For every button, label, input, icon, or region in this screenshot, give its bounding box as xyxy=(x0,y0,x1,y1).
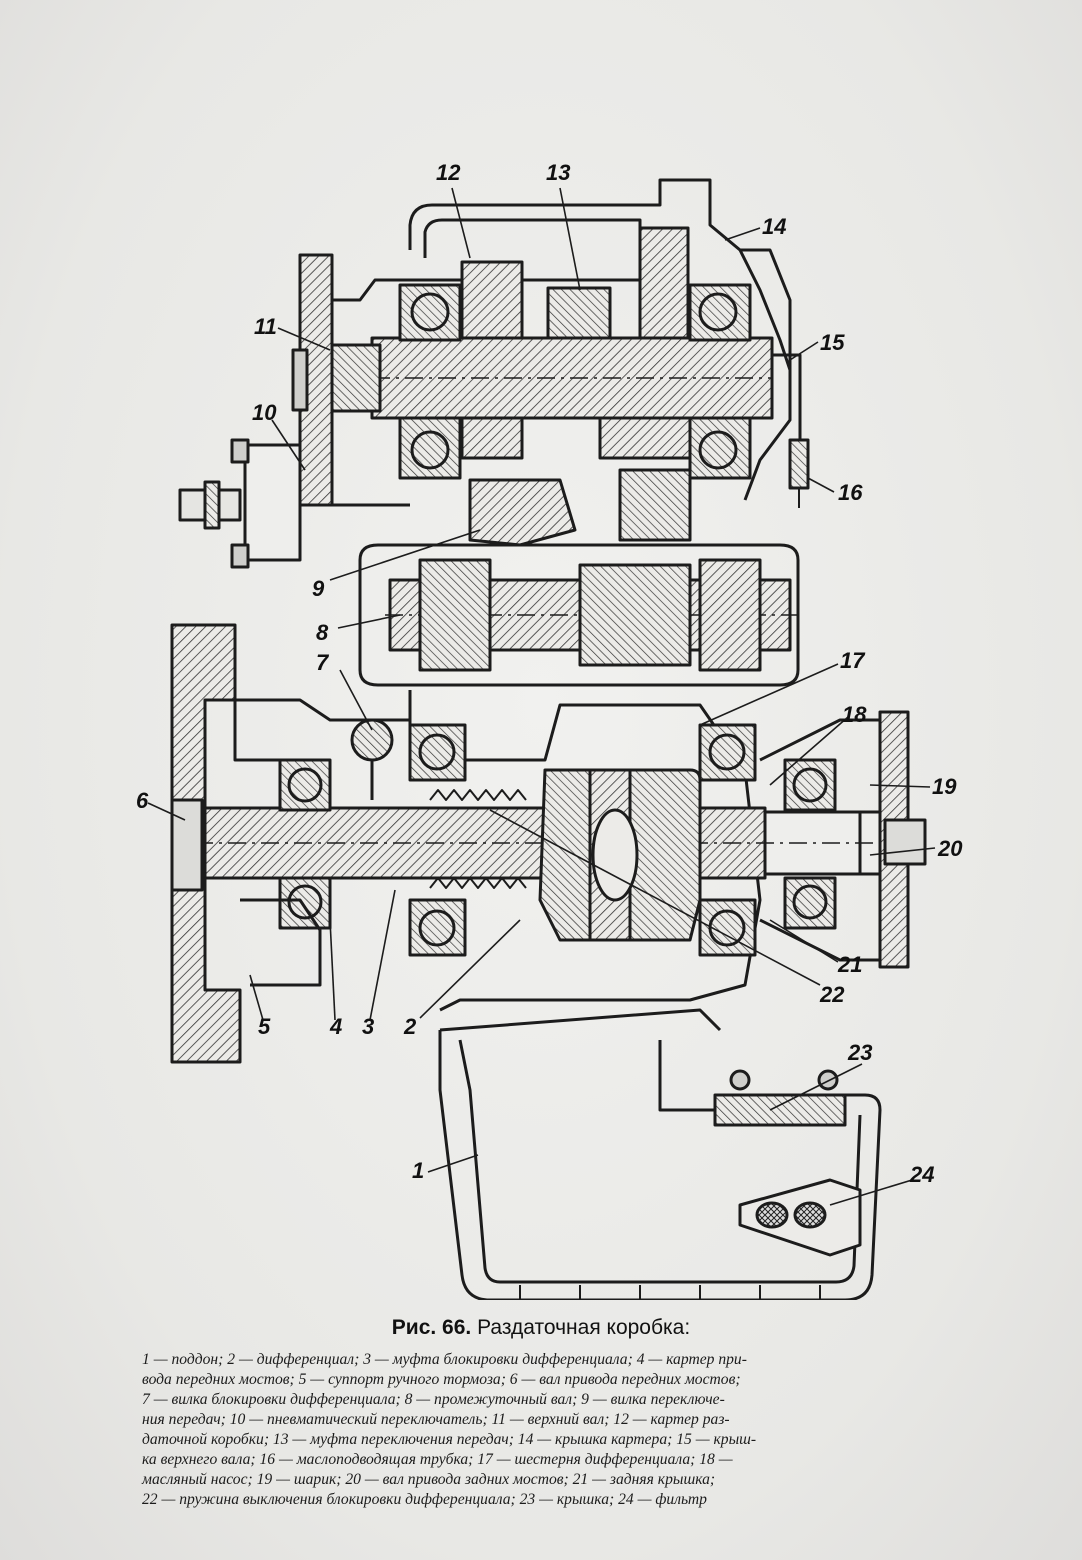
callout-15: 15 xyxy=(820,330,845,355)
figure-title: Раздаточная коробка: xyxy=(477,1316,691,1339)
legend-line: ния передач; 10 — пневматический переклю… xyxy=(142,1411,730,1428)
callout-10: 10 xyxy=(252,400,277,425)
callout-20: 20 xyxy=(938,836,963,861)
callout-3: 3 xyxy=(362,1014,375,1039)
intermediate-shaft xyxy=(358,543,800,687)
differential xyxy=(538,768,702,942)
callout-18: 18 xyxy=(842,702,867,727)
callout-16: 16 xyxy=(838,480,863,505)
callout-17: 17 xyxy=(840,648,865,673)
figure-legend: 1 — поддон; 2 — дифференциал; 3 — муфта … xyxy=(142,1350,1002,1510)
figure-number: Рис. 66. xyxy=(391,1316,472,1339)
callout-6: 6 xyxy=(136,788,149,813)
rear-cover xyxy=(759,710,927,969)
shift-fork xyxy=(468,468,692,547)
callout-19: 19 xyxy=(932,774,957,799)
legend-line: вода передних мостов; 5 — суппорт ручног… xyxy=(142,1371,741,1388)
callout-14: 14 xyxy=(762,214,787,239)
legend-line: 22 — пружина выключения блокировки диффе… xyxy=(142,1491,707,1508)
callout-21: 21 xyxy=(838,952,863,977)
legend-line: 7 — вилка блокировки дифференциала; 8 — … xyxy=(142,1391,725,1408)
legend-line: 1 — поддон; 2 — дифференциал; 3 — муфта … xyxy=(142,1351,747,1368)
transfer-case-drawing xyxy=(147,178,936,1300)
callout-1: 1 xyxy=(412,1158,425,1183)
legend-line: ка верхнего вала; 16 — маслоподводящая т… xyxy=(142,1451,733,1468)
callout-23: 23 xyxy=(848,1040,873,1065)
figure-caption-title: Рис. 66. Раздаточная коробка: xyxy=(0,1316,1082,1340)
oil-filter xyxy=(738,1178,862,1257)
handbrake-drum xyxy=(170,623,322,1064)
callout-5: 5 xyxy=(258,1014,271,1039)
oil-pan xyxy=(438,1008,882,1300)
upper-flange xyxy=(291,253,334,507)
lock-spring xyxy=(429,789,527,889)
pneumatic-shifter xyxy=(178,438,410,569)
upper-shaft xyxy=(318,336,774,420)
legend-line: масляный насос; 19 — шарик; 20 — вал при… xyxy=(142,1471,716,1488)
legend-line: даточной коробки; 13 — муфта переключени… xyxy=(142,1431,757,1448)
lower-bearings xyxy=(278,723,837,957)
callout-13: 13 xyxy=(546,160,571,185)
callout-22: 22 xyxy=(820,982,845,1007)
lock-fork xyxy=(350,718,394,800)
callout-12: 12 xyxy=(436,160,461,185)
callout-2: 2 xyxy=(404,1014,417,1039)
callout-7: 7 xyxy=(316,650,329,675)
callout-24: 24 xyxy=(910,1162,935,1187)
upper-bearings xyxy=(398,283,752,480)
pan-cover xyxy=(658,1040,847,1127)
leader-lines xyxy=(147,187,936,1206)
callout-8: 8 xyxy=(316,620,329,645)
callout-4: 4 xyxy=(330,1014,343,1039)
callout-11: 11 xyxy=(254,314,277,339)
callout-9: 9 xyxy=(312,576,325,601)
upper-gears xyxy=(460,226,692,460)
